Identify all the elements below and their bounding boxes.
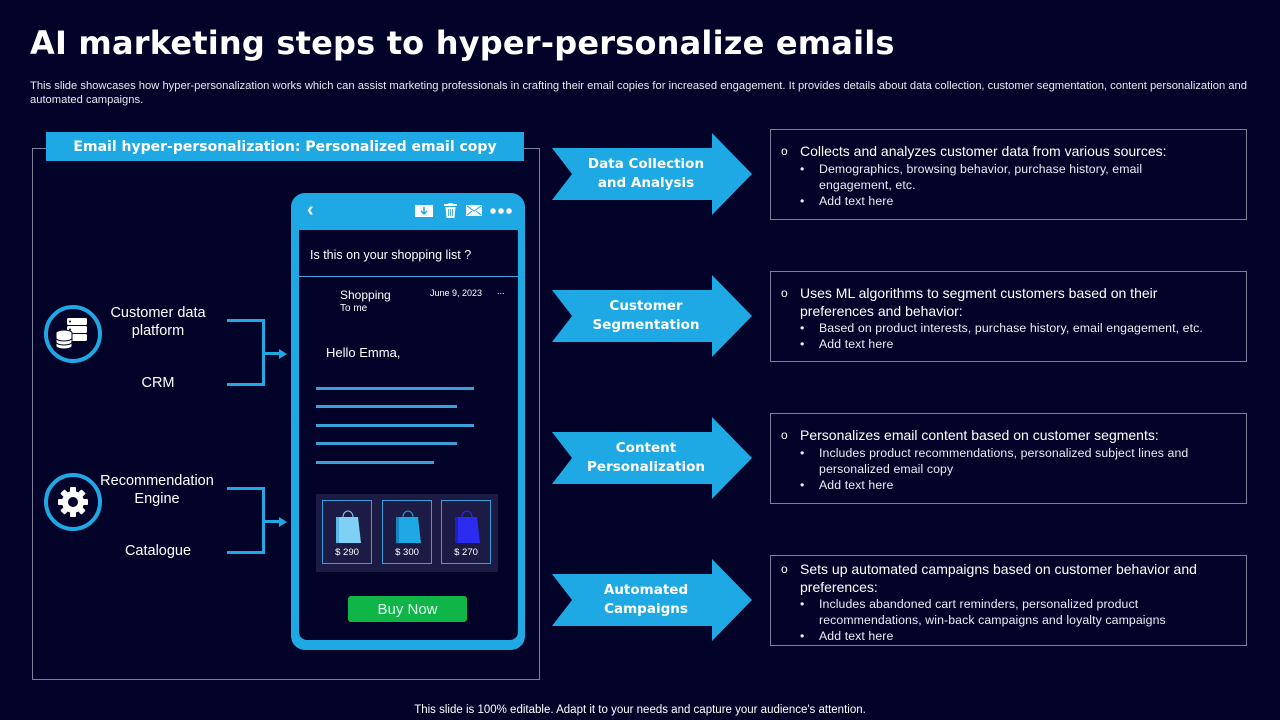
download-icon[interactable]: [415, 205, 433, 217]
step-sub-text: Add text here: [819, 337, 894, 351]
gear-icon: [44, 473, 102, 531]
left-panel-header: Email hyper-personalization: Personalize…: [46, 132, 524, 161]
text-placeholder-line: [316, 387, 474, 390]
email-screen: Is this on your shopping list ? Shopping…: [299, 230, 518, 640]
product-card[interactable]: $ 300: [382, 500, 432, 564]
bullet-icon: •: [800, 194, 805, 208]
bullet-icon: •: [800, 597, 805, 611]
chevron-arrow-icon: [552, 559, 752, 641]
bullet-icon: •: [800, 162, 805, 176]
step-sub-text: Add text here: [819, 194, 894, 208]
circle-bullet-icon: o: [781, 286, 788, 300]
connector-line-1: [265, 352, 279, 355]
step-main-text: Personalizes email content based on cust…: [800, 427, 1159, 443]
circle-bullet-icon: o: [781, 428, 788, 442]
bullet-icon: •: [800, 446, 805, 460]
page-subtitle: This slide showcases how hyper-personali…: [30, 80, 1247, 106]
email-sender: Shopping: [340, 288, 391, 302]
step-sub-text: Add text here: [819, 629, 894, 643]
bullet-icon: •: [800, 337, 805, 351]
email-recipient: To me: [340, 303, 368, 314]
source-label-customer-data-platform: Customer data platform: [110, 305, 206, 339]
step-sub-text: Based on product interests, purchase his…: [819, 321, 1203, 335]
email-date: June 9, 2023: [430, 288, 483, 298]
step-description-customer-segmentation: o Uses ML algorithms to segment customers…: [770, 271, 1247, 362]
buy-now-button[interactable]: Buy Now: [348, 596, 467, 622]
shopping-bag-icon: [336, 510, 361, 543]
bullet-icon: •: [800, 629, 805, 643]
text-placeholder-line: [316, 442, 457, 445]
connector-arrow-1: [279, 348, 287, 359]
chevron-arrow-icon: [552, 275, 752, 357]
back-icon[interactable]: ‹: [307, 199, 314, 221]
source-label-catalogue: Catalogue: [124, 543, 192, 559]
connector-arrow-2: [279, 516, 287, 527]
bullet-icon: •: [800, 321, 805, 335]
circle-bullet-icon: o: [781, 144, 788, 158]
step-sub-text: Demographics, browsing behavior, purchas…: [819, 162, 1143, 192]
shopping-bag-icon: [396, 510, 421, 543]
text-placeholder-line: [316, 405, 457, 408]
text-placeholder-line: [316, 461, 434, 464]
product-card[interactable]: $ 290: [322, 500, 372, 564]
step-description-content-personalization: o Personalizes email content based on cus…: [770, 413, 1247, 504]
footer-note: This slide is 100% editable. Adapt it to…: [414, 704, 866, 716]
product-price: $ 290: [335, 547, 359, 558]
source-label-crm: CRM: [141, 375, 175, 391]
step-sub-text: Includes abandoned cart reminders, perso…: [819, 597, 1166, 627]
email-subject: Is this on your shopping list ?: [310, 248, 472, 262]
shopping-bag-icon: [455, 510, 480, 543]
product-grid: $ 290 $ 300 $ 270: [316, 494, 498, 572]
step-main-text: Uses ML algorithms to segment customers …: [800, 285, 1158, 319]
connector-bracket-2: [227, 487, 265, 554]
connector-bracket-1: [227, 319, 265, 386]
product-card[interactable]: $ 270: [441, 500, 491, 564]
trash-icon[interactable]: [444, 203, 457, 218]
product-price: $ 270: [454, 547, 478, 558]
step-main-text: Collects and analyzes customer data from…: [800, 143, 1167, 159]
email-greeting: Hello Emma,: [326, 345, 401, 360]
chevron-arrow-icon: [552, 417, 752, 499]
step-sub-text: Add text here: [819, 478, 894, 492]
circle-bullet-icon: o: [781, 562, 788, 576]
mail-icon[interactable]: [466, 205, 482, 216]
email-divider: [299, 276, 518, 277]
source-label-recommendation-engine: Recommendation Engine: [100, 473, 214, 507]
step-main-text: Sets up automated campaigns based on cus…: [800, 561, 1197, 595]
phone-mockup: ‹ Is this on your shopping list ? Shoppi…: [291, 193, 525, 650]
step-description-automated-campaigns: o Sets up automated campaigns based on cu…: [770, 555, 1247, 646]
product-price: $ 300: [395, 547, 419, 558]
more-icon[interactable]: [490, 208, 512, 214]
step-description-data-collection: o Collects and analyzes customer data fro…: [770, 129, 1247, 220]
step-sub-text: Includes product recommendations, person…: [819, 446, 1189, 476]
chevron-arrow-icon: [552, 133, 752, 215]
connector-line-2: [265, 520, 279, 523]
bullet-icon: •: [800, 478, 805, 492]
text-placeholder-line: [316, 424, 474, 427]
page-title: AI marketing steps to hyper-personalize …: [30, 24, 895, 62]
database-icon: [44, 305, 102, 363]
email-more[interactable]: ...: [497, 286, 505, 296]
